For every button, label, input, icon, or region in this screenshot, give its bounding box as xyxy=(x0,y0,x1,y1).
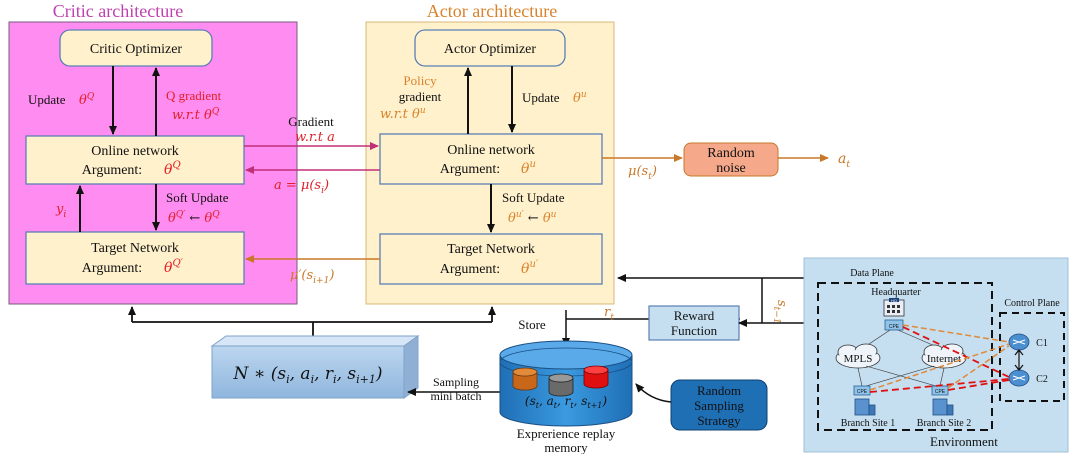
strategy-line2: Sampling xyxy=(694,398,744,413)
critic-online-line1: Online network xyxy=(91,144,178,159)
c1-label: C1 xyxy=(1036,338,1048,349)
replay-memory-cylinder xyxy=(499,340,633,427)
gradient-wrt-label: w.r.t a xyxy=(295,130,335,145)
branch1-cpe-icon: CPE xyxy=(853,385,871,396)
data-plane-box xyxy=(817,282,993,431)
critic-online-line2: Argument: xyxy=(82,163,142,178)
critic-qgrad-wrt: w.r.t θQ xyxy=(172,107,220,123)
critic-title: Critic architecture xyxy=(53,1,183,21)
internet-label: Internet xyxy=(927,353,961,365)
internet-b2-link xyxy=(939,367,945,387)
critic-optimizer-label: Critic Optimizer xyxy=(90,42,182,57)
replay-tuple: (st, at, rt, st+1) xyxy=(525,394,607,410)
random-noise-line2: noise xyxy=(716,161,746,176)
c1-c2-arrowheads xyxy=(1014,349,1024,371)
random-noise-line1: Random xyxy=(707,146,755,161)
actor-policy-wrt: w.r.t θu xyxy=(380,106,426,122)
critic-update-label: Update xyxy=(28,92,66,107)
svg-text:CPE: CPE xyxy=(857,389,868,395)
actor-target-box xyxy=(379,233,603,285)
svg-text:CPE: CPE xyxy=(935,389,946,395)
hq-label: HQ xyxy=(891,298,897,303)
action-label: a = μ(si) xyxy=(274,178,329,196)
b2-c1-control-link xyxy=(947,345,1010,389)
hq-c2-control-link xyxy=(902,326,1010,378)
internet-b1-link xyxy=(865,365,935,387)
controller-c1-icon xyxy=(1008,333,1030,351)
replay-caption-2: memory xyxy=(544,440,588,454)
minibatch-text: N ∗ (si, ai, ri, si+1) xyxy=(233,364,383,386)
strategy-line1: Random xyxy=(697,383,741,398)
minibatch-slab-top xyxy=(210,335,420,347)
st-minus-label: st−1 xyxy=(771,300,789,324)
actor-optimizer-label: Actor Optimizer xyxy=(444,42,536,57)
actor-update-label: Update xyxy=(522,90,560,105)
branch1-label: Branch Site 1 xyxy=(841,418,895,429)
actor-optimizer-box xyxy=(414,29,566,67)
environment-caption: Environment xyxy=(930,434,998,449)
sampling-label-2: mini batch xyxy=(431,389,482,403)
at-label: at xyxy=(838,151,850,170)
replay-caption-1: Exprerience replay xyxy=(517,426,616,441)
actor-soft-eq: θu′ ← θu xyxy=(508,210,557,226)
b1-c2-control-link xyxy=(869,378,1010,393)
actor-target-line1: Target Network xyxy=(447,242,535,257)
critic-optimizer-box xyxy=(59,29,213,67)
sampling-strategy-box xyxy=(670,379,768,431)
mu-st-label: μ(st) xyxy=(628,164,657,182)
minibatch-box xyxy=(211,345,405,399)
branch2-cpe-icon: CPE xyxy=(931,385,949,396)
control-plane-box xyxy=(999,312,1065,402)
critic-yi-label: yi xyxy=(55,202,66,220)
critic-target-line1: Target Network xyxy=(91,241,179,256)
actor-gradient-label: gradient xyxy=(399,89,442,104)
actor-online-box xyxy=(379,133,603,185)
branch2-building-icon xyxy=(932,398,954,416)
control-plane-label: Control Plane xyxy=(1004,298,1060,309)
critic-online-box xyxy=(25,135,245,185)
actor-online-line2: Argument: xyxy=(440,162,500,177)
svg-text:CPE: CPE xyxy=(889,324,900,330)
sampling-label-1: Sampling xyxy=(433,375,479,389)
controller-c2-icon xyxy=(1008,369,1030,387)
reward-line1: Reward xyxy=(674,308,715,323)
internet-cloud-icon xyxy=(921,343,967,369)
headquarter-label: Headquarter xyxy=(871,287,921,298)
b1-c1-control-link xyxy=(869,343,1010,391)
actor-soft-label: Soft Update xyxy=(502,190,565,205)
actor-target-line2: Argument: xyxy=(440,262,500,277)
critic-qgrad-label: Q gradient xyxy=(166,88,222,103)
rt-label: rt xyxy=(604,305,614,323)
actor-policy-label: Policy xyxy=(403,73,437,88)
hq-cpe-icon: CPE xyxy=(884,319,904,331)
mpls-cloud-icon xyxy=(835,343,881,369)
c2-label: C2 xyxy=(1036,374,1048,385)
branch1-building-icon xyxy=(854,398,876,416)
branch2-label: Branch Site 2 xyxy=(917,418,971,429)
critic-soft-label: Soft Update xyxy=(166,190,229,205)
minibatch-slab-side xyxy=(403,335,419,399)
gradient-label: Gradient xyxy=(288,114,334,129)
store-label: Store xyxy=(518,317,546,332)
critic-target-box xyxy=(25,231,245,285)
strategy-arrow xyxy=(635,383,672,403)
strategy-line3: Strategy xyxy=(697,413,741,428)
data-plane-label: Data Plane xyxy=(850,268,894,279)
mpls-label: MPLS xyxy=(844,353,873,365)
random-noise-box xyxy=(683,142,779,177)
actor-online-line1: Online network xyxy=(447,143,534,158)
mpls-b1-link xyxy=(857,367,863,387)
headquarter-building-icon xyxy=(883,298,905,317)
critic-target-line2: Argument: xyxy=(82,261,142,276)
actor-title: Actor architecture xyxy=(427,1,557,21)
reward-line2: Function xyxy=(671,323,718,338)
